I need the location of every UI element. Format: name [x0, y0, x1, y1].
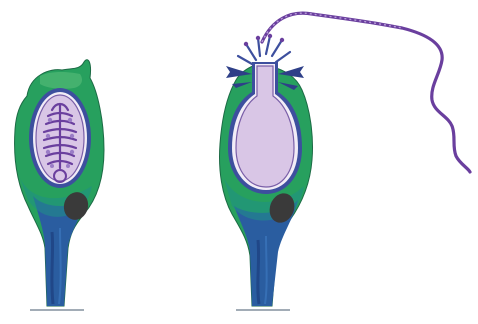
right-cell-stalk-streak: [258, 240, 259, 304]
right-cell: [220, 13, 471, 310]
left-cell-highlight: [40, 72, 82, 89]
left-cell: [15, 60, 104, 310]
left-cell-stalk-streak: [52, 232, 53, 304]
